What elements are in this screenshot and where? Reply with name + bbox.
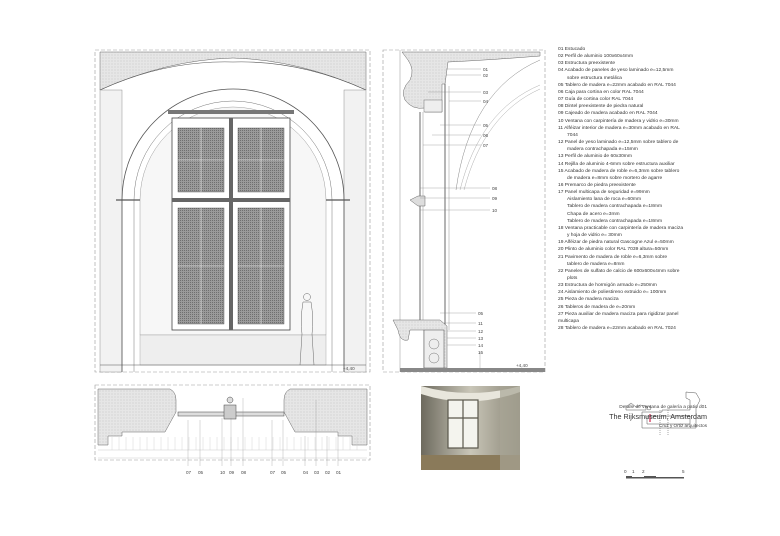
legend-item: 16 Premarco de piedra preexistente xyxy=(558,182,636,188)
legend-item: 20 Plinto de aluminio color RAL 7039 alt… xyxy=(558,247,669,253)
section-label: 02 xyxy=(483,73,489,78)
section-label: 09 xyxy=(492,196,498,201)
drawing-title: Detalle de ventana de galería a patio d0… xyxy=(619,405,707,410)
person-silhouette-icon xyxy=(299,293,315,366)
scale-tick: 1 xyxy=(632,469,635,474)
legend-item: 09 Cajeado de madera acabado en RAL 7044 xyxy=(558,111,658,117)
scale-tick: 5 xyxy=(682,469,685,474)
section-label: 04 xyxy=(483,99,489,104)
legend-item: 25 Pieza de madera maciza xyxy=(558,297,619,303)
legend-item: 26 Tableros de madera de e=20mm xyxy=(558,304,636,310)
interior-photo xyxy=(421,386,520,470)
legend-item: 17 Panel multicapa de seguridad e=99mm xyxy=(558,190,650,196)
legend-item: 22 Paneles de sulfato de calcio de 600x6… xyxy=(558,268,680,274)
legend-subitem: Aislamiento lana de roca e=60mm xyxy=(567,197,642,203)
section-label: 01 xyxy=(483,67,489,72)
legend-item: 08 Dintel preexistente de piedra natural xyxy=(558,104,644,110)
legend-item: 23 Estructura de hormigón armado e=250mm xyxy=(558,283,657,289)
scale-tick: 2 xyxy=(642,469,645,474)
plan-label: 10 xyxy=(220,470,226,475)
section-label: 05 xyxy=(478,311,484,316)
section-label: 06 xyxy=(483,133,489,138)
legend-item-cont: 7044 xyxy=(567,132,578,138)
legend-item: 06 Caja para cortina en color RAL 7044 xyxy=(558,89,644,95)
section-label: 05 xyxy=(483,123,489,128)
legend-item: 19 Alféizar de piedra natural Gascogne A… xyxy=(558,240,674,246)
section-label: 11 xyxy=(478,321,483,326)
plan-label: 01 xyxy=(336,470,342,475)
level-elevation: +4,40 xyxy=(343,366,355,371)
legend-item: 18 Ventana practicable con carpintería d… xyxy=(558,225,684,231)
legend-item-cont: tablero de madera e=8mm xyxy=(567,261,625,267)
legend-item-cont: plots xyxy=(567,276,578,281)
section-label: 12 xyxy=(478,329,484,334)
plan-label: 07 xyxy=(186,470,192,475)
section-label: 10 xyxy=(492,208,498,213)
scale-tick: 0 xyxy=(624,469,627,474)
legend-subitem: Tablero de madera contrachapada e=18mm xyxy=(567,218,663,224)
legend-item-cont: sobre estructura metálica xyxy=(567,75,622,81)
section-label: 08 xyxy=(492,186,498,191)
section-label: 14 xyxy=(478,343,484,348)
plan-label: 05 xyxy=(198,470,204,475)
legend-item-cont: multicapa xyxy=(558,318,579,324)
legend: 01 Estucado 02 Perfil de aluminio 100x60x… xyxy=(558,46,718,332)
legend-item: 15 Acabado de madera de roble e=6,3mm so… xyxy=(558,168,680,174)
plan-label: 09 xyxy=(229,470,235,475)
legend-subitem: Chapa de acero e=3mm xyxy=(567,211,620,217)
legend-item: 21 Pavimento de madera de roble e=6,3mm … xyxy=(558,254,668,260)
project-name: The Rijksmuseum, Amsterdam xyxy=(609,412,707,421)
legend-subitem: Tablero de madera contrachapada e=18mm xyxy=(567,204,663,210)
legend-item: 05 Tablero de madera e=22mm acabado en R… xyxy=(558,82,676,88)
plan-label: 04 xyxy=(303,470,309,475)
plan-label: 05 xyxy=(281,470,287,475)
legend-item-cont: madera contrachapada e=15mm xyxy=(567,147,638,153)
legend-item: 02 Perfil de aluminio 100x60x4mm xyxy=(558,54,634,60)
plan-label: 03 xyxy=(314,470,320,475)
legend-item: 28 Tablero de madera e=22mm acabado en R… xyxy=(558,326,676,332)
architect-name: Cruz y Ortiz arquitectos xyxy=(659,423,707,428)
legend-item-cont: y hoja de vidrio e= 30mm xyxy=(567,233,622,239)
legend-item: 13 Perfil de aluminio de 60x30mm xyxy=(558,154,632,160)
legend-item: 10 Ventana con carpintería de madera y v… xyxy=(558,118,679,124)
scale-bar: 0 1 2 5 xyxy=(624,469,685,479)
legend-item: 27 Pieza auxiliar de madera maciza para … xyxy=(558,311,679,317)
plan-label: 02 xyxy=(325,470,331,475)
legend-item: 03 Estructura preexistente xyxy=(558,61,616,67)
legend-item-cont: de madera e=8mm sobre mortero de agarre xyxy=(567,175,663,181)
section-label: 03 xyxy=(483,90,489,95)
section-label: 07 xyxy=(483,143,489,148)
title-block: Detalle de ventana de galería a patio d0… xyxy=(585,405,707,428)
interior-elevation: +4,40 xyxy=(94,49,371,373)
plan-label: 08 xyxy=(241,470,247,475)
level-section: +4,40 xyxy=(516,363,528,368)
section-label: 13 xyxy=(478,336,484,341)
legend-item: 24 Aislamiento de poliestireno extruido … xyxy=(558,290,667,296)
legend-item: 12 Panel de yeso laminado e=12,5mm sobre… xyxy=(558,140,679,146)
legend-item: 04 Acabado de paneles de yeso laminado e… xyxy=(558,68,674,74)
plan-label: 07 xyxy=(270,470,276,475)
legend-item: 07 Guía de cortina color RAL 7044 xyxy=(558,97,634,103)
legend-item: 11 Alféizar interior de madera e=30mm ac… xyxy=(558,125,680,131)
key-plan xyxy=(625,391,701,435)
legend-item: 01 Estucado xyxy=(558,47,586,52)
section-label: 15 xyxy=(478,350,484,355)
legend-item: 14 Rejilla de aluminio 4-6mm sobre estru… xyxy=(558,161,675,167)
